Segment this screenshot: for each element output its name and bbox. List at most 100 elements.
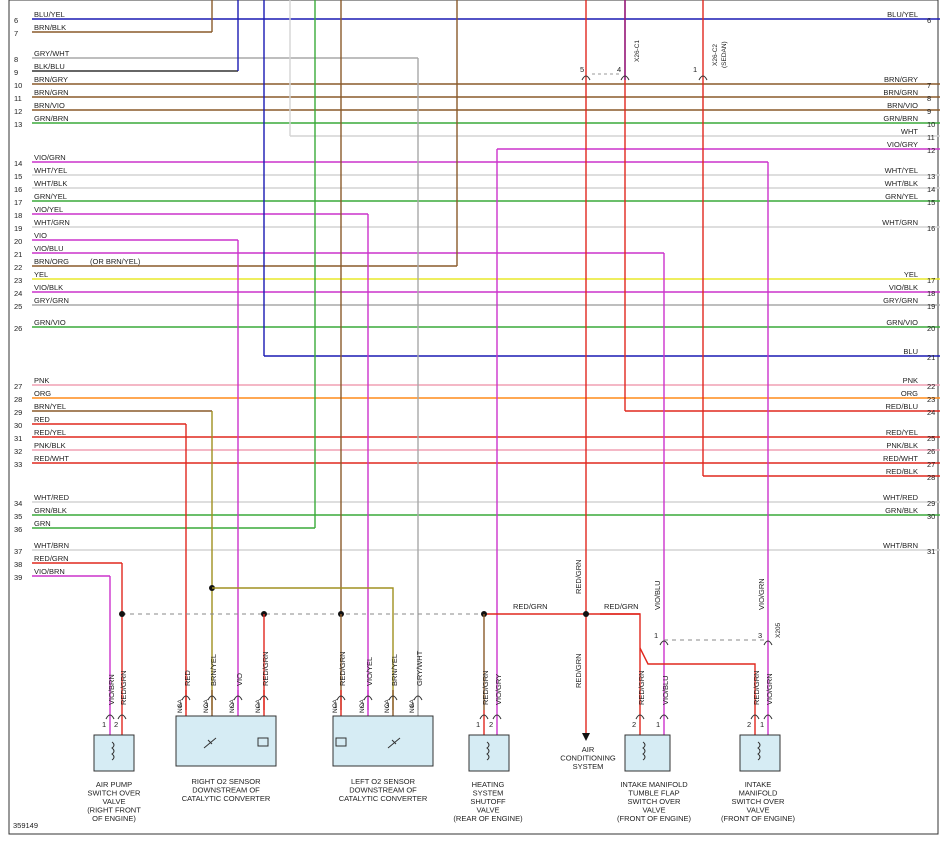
- right-wire-label-25: RED/YEL: [886, 428, 918, 437]
- left_o2-connector-2: [388, 695, 398, 701]
- right-wire-label-12: VIO/GRY: [887, 140, 918, 149]
- left-wire-label-21: VIO/BLU: [34, 244, 64, 253]
- right_o2-nca-2: NCA: [229, 699, 236, 713]
- right-pin-28: 28: [927, 473, 935, 482]
- right_o2-caption-2: CATALYTIC CONVERTER: [182, 794, 271, 803]
- junction-label-2: RED/GRN: [604, 602, 639, 611]
- left_o2-caption-2: CATALYTIC CONVERTER: [339, 794, 428, 803]
- heating-valve-box: [468, 734, 510, 772]
- left_o2-caption-1: DOWNSTREAM OF: [349, 786, 417, 795]
- c2-name: X26-C2: [712, 44, 719, 66]
- left-pin-35: 35: [14, 512, 22, 521]
- air_pump-caption-1: SWITCH OVER: [88, 789, 142, 798]
- air_pump-caption-0: AIR PUMP: [96, 780, 132, 789]
- left-wire-label-22: BRN/ORG: [34, 257, 69, 266]
- left-wire-label-28: ORG: [34, 389, 51, 398]
- ac-feed-label: RED/GRN: [574, 559, 583, 594]
- left-wire-label-27: PNK: [34, 376, 49, 385]
- air_pump-wire-label-1: RED/GRN: [119, 670, 128, 705]
- right-pin-30: 30: [927, 512, 935, 521]
- left-wire-label-26: GRN/VIO: [34, 318, 66, 327]
- left_o2-pin-3: 4: [410, 701, 414, 710]
- right-wire-label-10: GRN/BRN: [883, 114, 918, 123]
- c2-note: (SEDAN): [721, 41, 728, 68]
- left_o2-pin-2: 3: [385, 701, 389, 710]
- c1-pin-b: 4: [617, 65, 621, 74]
- right_o2-pin-0: 4: [178, 701, 182, 710]
- left-wire-label-25: GRY/GRN: [34, 296, 69, 305]
- tumble-caption-0: INTAKE MANIFOLD: [620, 780, 688, 789]
- air_pump-caption-4: OF ENGINE): [92, 814, 136, 823]
- tumble-wire-label-1: VIO/BLU: [661, 675, 670, 705]
- right-pin-21: 21: [927, 353, 935, 362]
- left-wire-label-8: GRY/WHT: [34, 49, 70, 58]
- heating-pin-1: 2: [489, 720, 493, 729]
- c2-pin1-connector: [698, 75, 708, 81]
- right-wire-label-8: BRN/GRN: [883, 88, 918, 97]
- right_o2-connector-2: [233, 695, 243, 701]
- right-wire-label-11: WHT: [901, 127, 918, 136]
- left-pin-34: 34: [14, 499, 22, 508]
- right-pin-18: 18: [927, 289, 935, 298]
- right_o2-pin-3: 1: [256, 701, 260, 710]
- manifold-pin-0: 2: [747, 720, 751, 729]
- right_o2-connector-1: [207, 695, 217, 701]
- left-wire-label-10: BRN/GRY: [34, 75, 68, 84]
- left-wire-label-13: GRN/BRN: [34, 114, 69, 123]
- right-pin-27: 27: [927, 460, 935, 469]
- right-pin-6: 6: [927, 16, 931, 25]
- right-wire-label-28: RED/BLK: [886, 467, 918, 476]
- right-pin-10: 10: [927, 120, 935, 129]
- left_o2-wire-label-2: BRN/YEL: [390, 654, 399, 686]
- right-wire-label-22: PNK: [903, 376, 918, 385]
- right-o2-box: [175, 715, 277, 767]
- junction-dot-4: [583, 611, 589, 617]
- right-pin-8: 8: [927, 94, 931, 103]
- left-pin-25: 25: [14, 302, 22, 311]
- left-o2-heater-symbol: [335, 737, 347, 747]
- right_o2-nca-0: NCA: [177, 699, 184, 713]
- right_o2-connector-0: [181, 695, 191, 701]
- left-pin-9: 9: [14, 68, 18, 77]
- c2-pin: 1: [693, 65, 697, 74]
- left-pin-16: 16: [14, 185, 22, 194]
- right-pin-25: 25: [927, 434, 935, 443]
- junction-dot-0: [119, 611, 125, 617]
- left-pin-26: 26: [14, 324, 22, 333]
- left-pin-29: 29: [14, 408, 22, 417]
- ac-wire-label: RED/GRN: [574, 653, 583, 688]
- left-wire-label-34: WHT/RED: [34, 493, 70, 502]
- left-pin-17: 17: [14, 198, 22, 207]
- manifold-caption-4: (FRONT OF ENGINE): [721, 814, 796, 823]
- left_o2-connector-0: [336, 695, 346, 701]
- left-wire-label-15: WHT/YEL: [34, 166, 67, 175]
- right-wire-label-14: WHT/BLK: [885, 179, 918, 188]
- tumble-pin-1: 1: [656, 720, 660, 729]
- heating-caption-3: VALVE: [476, 806, 499, 815]
- left-pin-14: 14: [14, 159, 22, 168]
- manifold-feed: [639, 647, 756, 710]
- left-wire-label-14: VIO/GRN: [34, 153, 66, 162]
- heating-wire-label-0: RED/GRN: [481, 670, 490, 705]
- right-wire-label-24: RED/BLU: [885, 402, 918, 411]
- left-pin-28: 28: [14, 395, 22, 404]
- heating-caption-0: HEATING: [472, 780, 505, 789]
- c1-pin4-connector: [620, 75, 630, 81]
- left-wire-label-7: BRN/BLK: [34, 23, 66, 32]
- left-wire-label-32: PNK/BLK: [34, 441, 66, 450]
- heating-wire-label-1: VIO/GRY: [494, 674, 503, 705]
- x205-pin-a: 1: [654, 631, 658, 640]
- left-pin-20: 20: [14, 237, 22, 246]
- left_o2-connector-3: [413, 695, 423, 701]
- brn-yel-cross: [212, 587, 394, 710]
- ac-caption-1: CONDITIONING: [560, 754, 616, 763]
- c1-pin-a: 5: [580, 65, 584, 74]
- heating-caption-2: SHUTOFF: [470, 797, 506, 806]
- left-wire-label-38: RED/GRN: [34, 554, 69, 563]
- tumble-feed: [600, 613, 641, 710]
- left-wire-label-39: VIO/BRN: [34, 567, 65, 576]
- vio-grn-label: VIO/GRN: [757, 578, 766, 610]
- left-pin-11: 11: [14, 94, 22, 103]
- air_pump-caption-2: VALVE: [102, 797, 125, 806]
- left-pin-21: 21: [14, 250, 22, 259]
